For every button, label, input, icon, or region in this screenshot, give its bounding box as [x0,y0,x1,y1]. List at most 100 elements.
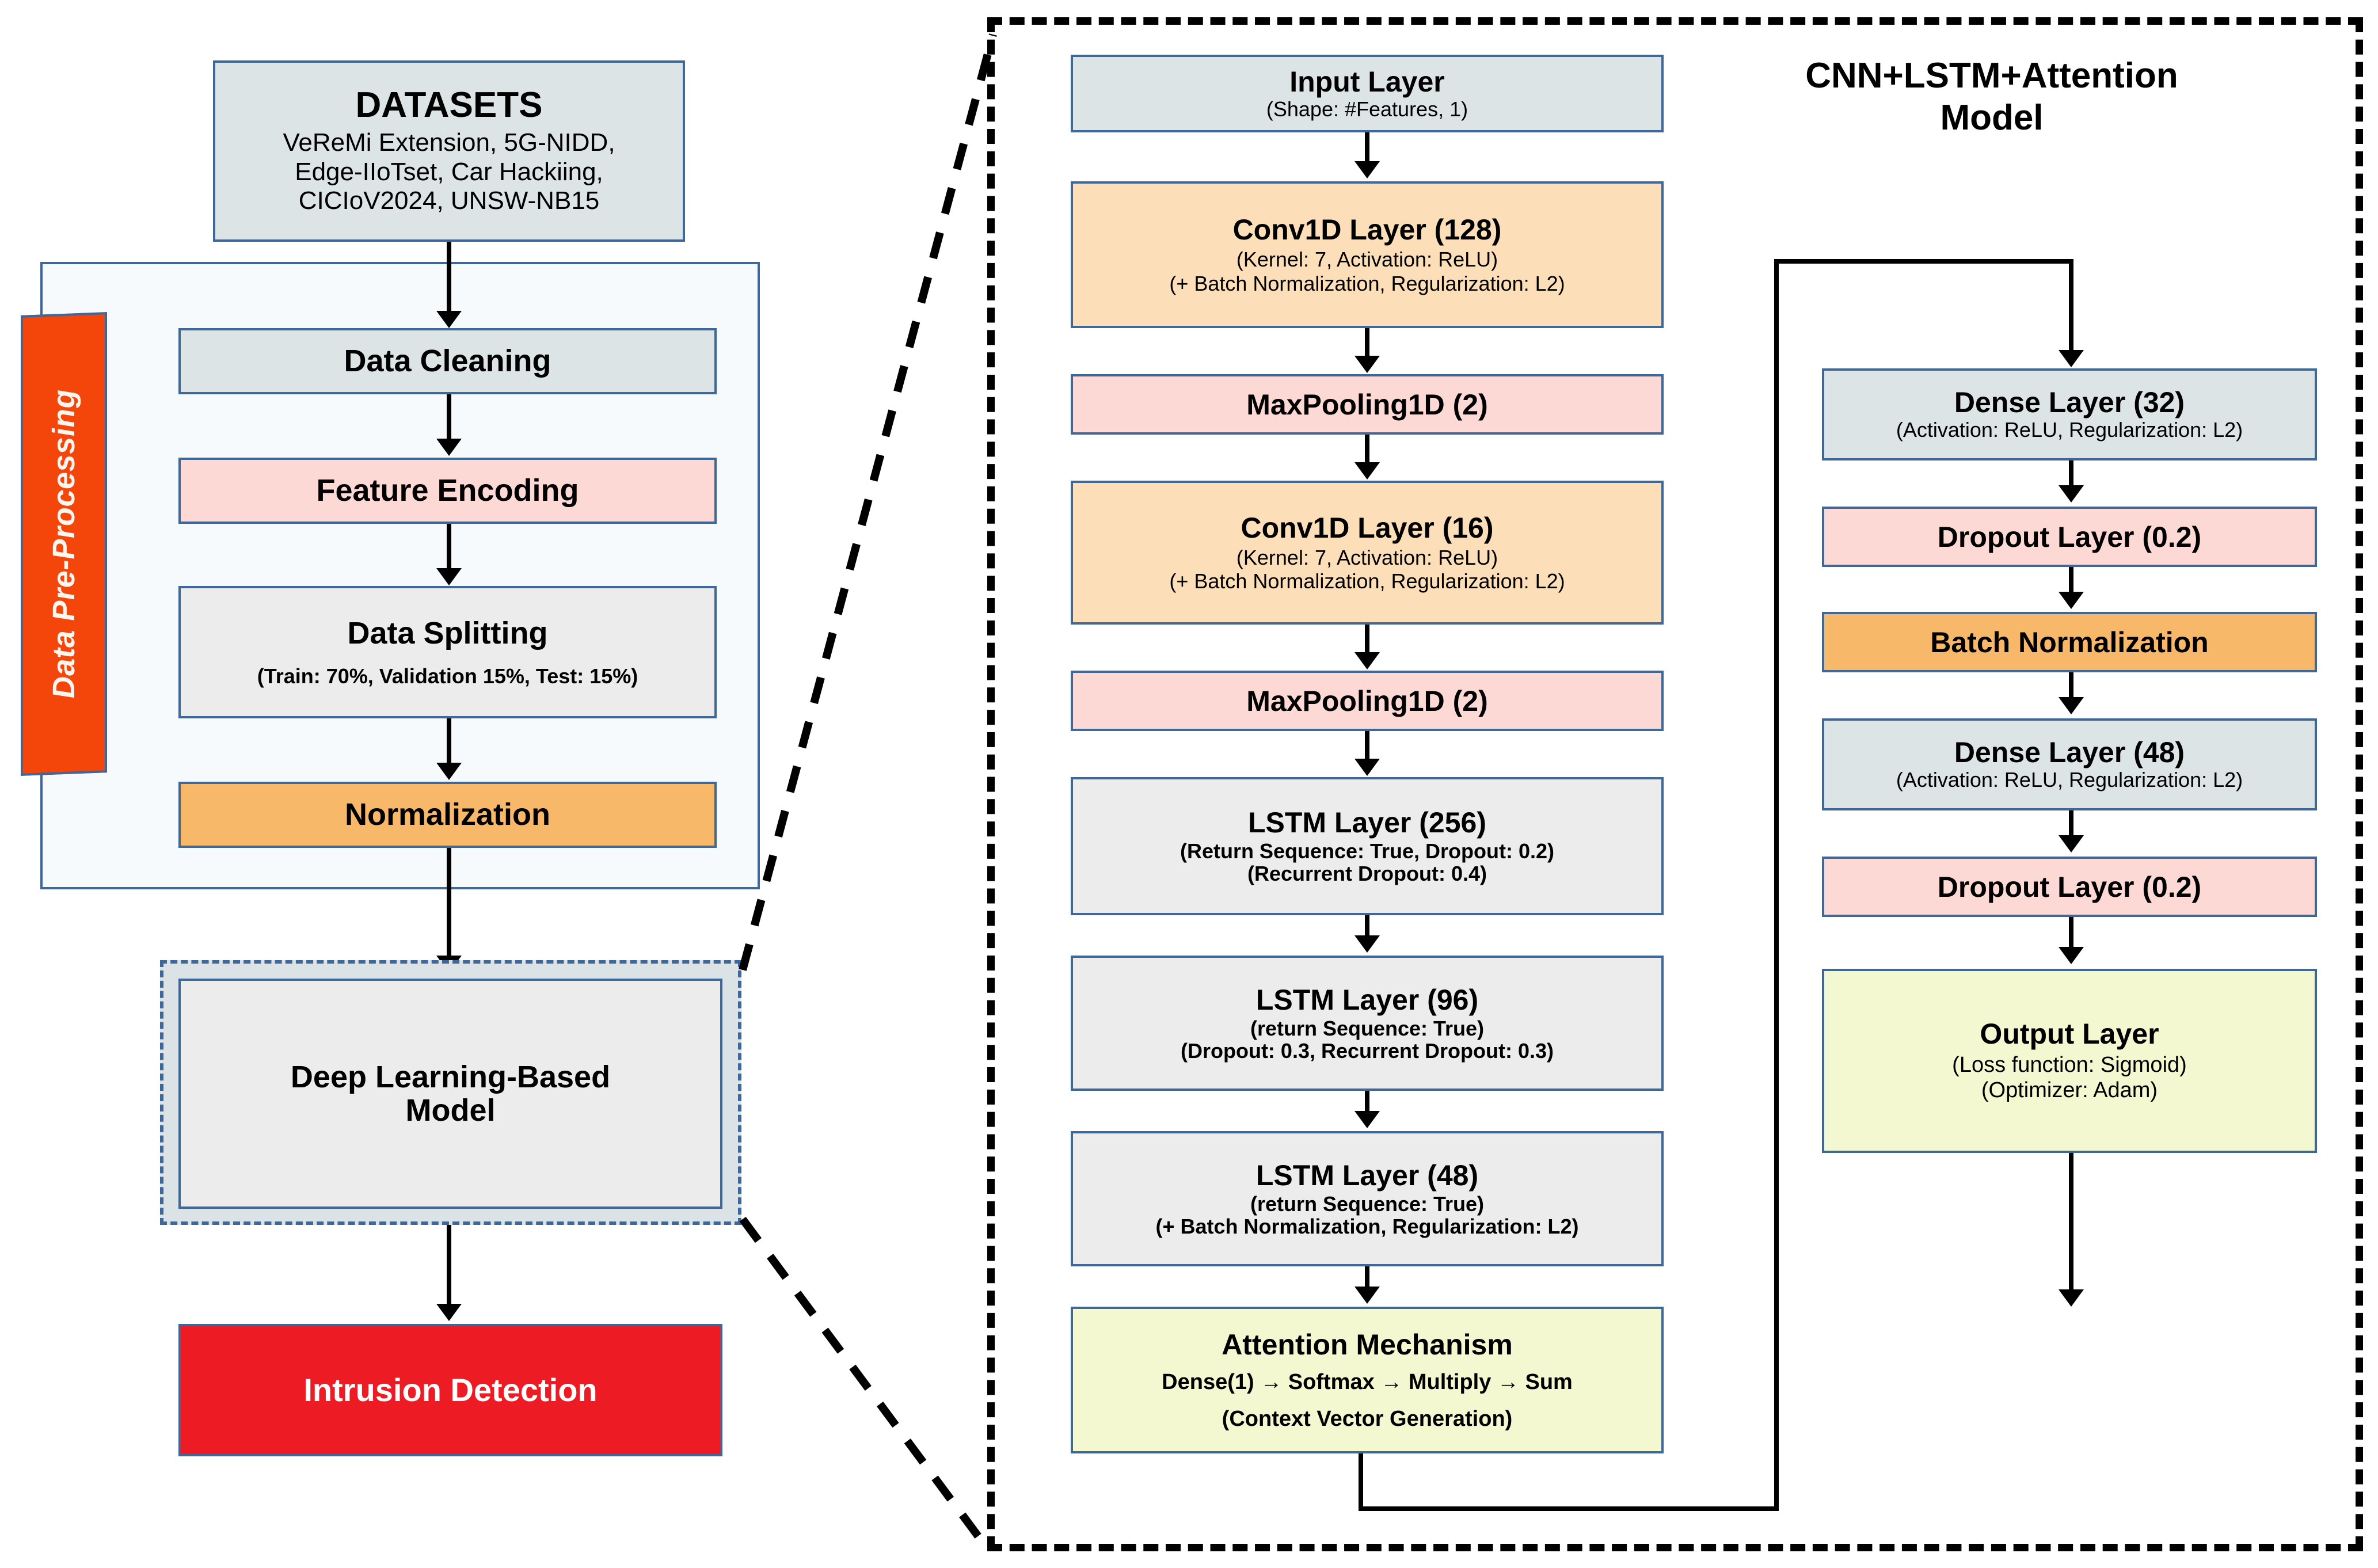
layer-subtitle-conv1d-128-1: (+ Batch Normalization, Regularization: … [1169,271,1565,295]
arrowhead-output-exit [2059,1289,2084,1307]
connector-output-exit [2069,1153,2073,1294]
connector-model-intrusion [447,1225,451,1311]
layer-title-attention: Attention Mechanism [1222,1329,1513,1361]
arrowhead-dropout2-output [2059,947,2084,964]
deep-learning-model-box: Deep Learning-Based Model [178,979,722,1209]
arrowhead-conv16-pool2 [1354,652,1380,669]
layer-title-lstm-96: LSTM Layer (96) [1255,983,1479,1016]
layer-subtitle-lstm-48-1: (+ Batch Normalization, Regularization: … [1155,1214,1579,1238]
layer-box-maxpool-2: MaxPooling1D (2) [1071,671,1664,731]
arrowhead-dropout1-batchnorm [2059,592,2084,609]
layer-title-dense-48: Dense Layer (48) [1954,736,2185,769]
layer-box-conv1d-16: Conv1D Layer (16) (Kernel: 7, Activation… [1071,481,1664,625]
arrowhead-cleaning-encoding [436,439,462,456]
model-title-line-2: Model [1940,98,2044,138]
layer-subtitle-output-1: (Optimizer: Adam) [1981,1078,2158,1102]
arrowhead-model-intrusion [436,1304,462,1321]
layer-box-dropout-1: Dropout Layer (0.2) [1822,507,2317,567]
model-box-line-1: Deep Learning-Based [290,1059,611,1094]
layer-title-maxpool-2: MaxPooling1D (2) [1246,684,1488,717]
datasets-title: DATASETS [355,85,543,125]
callout-line-upper [739,33,997,971]
layer-box-dense-32: Dense Layer (32) (Activation: ReLU, Regu… [1822,368,2317,460]
connector-lstm256-lstm96 [1365,915,1369,939]
connector-lstm48-attention [1365,1266,1369,1291]
layer-subtitle-lstm-256-0: (Return Sequence: True, Dropout: 0.2) [1180,839,1555,863]
connector-dense32-dropout1 [2069,460,2073,489]
arrowhead-dense32-dropout1 [2059,485,2084,503]
layer-title-batch-normalization: Batch Normalization [1930,626,2209,659]
datasets-line-2: Edge-IIoTset, Car Hackiing, [295,157,603,186]
step-box-data-splitting: Data Splitting (Train: 70%, Validation 1… [178,586,717,718]
layer-subtitle-conv1d-16-1: (+ Batch Normalization, Regularization: … [1169,569,1565,593]
connector-dense48-dropout2 [2069,810,2073,839]
layer-title-dropout-1: Dropout Layer (0.2) [1937,520,2202,553]
layer-subtitle-conv1d-128-0: (Kernel: 7, Activation: ReLU) [1236,248,1498,272]
layer-subtitle-lstm-256-1: (Recurrent Dropout: 0.4) [1247,862,1487,885]
arrowhead-datasets-cleaning [436,311,462,328]
layer-subtitle-conv1d-16-0: (Kernel: 7, Activation: ReLU) [1236,545,1498,569]
connector-dropout2-output [2069,917,2073,952]
step-title-normalization: Normalization [344,797,551,832]
layer-box-batch-normalization: Batch Normalization [1822,612,2317,672]
connector-pool2-lstm256 [1365,731,1369,763]
connector-batchnorm-dense48 [2069,672,2073,701]
layer-subtitle-lstm-96-0: (return Sequence: True) [1250,1016,1485,1040]
connector-normalization-model [447,848,451,963]
preprocessing-side-label: Data Pre-Processing [21,312,107,776]
step-title-data-cleaning: Data Cleaning [344,344,551,379]
step-title-data-splitting: Data Splitting [347,616,548,651]
layer-box-dense-48: Dense Layer (48) (Activation: ReLU, Regu… [1822,718,2317,810]
step-box-feature-encoding: Feature Encoding [178,458,717,524]
connector-attention-riser-down [1359,1453,1363,1511]
layer-box-dropout-2: Dropout Layer (0.2) [1822,857,2317,917]
layer-title-dropout-2: Dropout Layer (0.2) [1937,870,2202,903]
connector-dense32-drop [2069,259,2073,360]
model-title: CNN+LSTM+Attention Model [1773,55,2210,139]
layer-title-conv1d-128: Conv1D Layer (128) [1232,214,1502,246]
arrowhead-batchnorm-dense48 [2059,697,2084,714]
arrowhead-input-conv128 [1354,161,1380,178]
arrowhead-splitting-normalization [436,763,462,780]
layer-title-lstm-256: LSTM Layer (256) [1247,806,1486,839]
datasets-box: DATASETS VeReMi Extension, 5G-NIDD, Edge… [213,60,685,242]
arrowhead-lstm96-lstm48 [1354,1111,1380,1128]
intrusion-detection-box: Intrusion Detection [178,1324,722,1456]
connector-cleaning-encoding [447,394,451,446]
layer-box-attention: Attention Mechanism Dense(1) → Softmax →… [1071,1307,1664,1453]
arrowhead-pool1-conv16 [1354,462,1380,479]
layer-title-output: Output Layer [1980,1018,2159,1051]
arrowhead-attention-dense32 [2059,350,2084,367]
layer-subtitle-dense-32-0: (Activation: ReLU, Regularization: L2) [1896,418,2243,442]
connector-attention-riser-up [1774,259,1779,1511]
connector-conv128-pool1 [1365,328,1369,360]
layer-subtitle-dense-48-0: (Activation: ReLU, Regularization: L2) [1896,768,2243,792]
layer-subtitle-input-0: (Shape: #Features, 1) [1266,97,1468,121]
layer-title-maxpool-1: MaxPooling1D (2) [1246,388,1488,421]
layer-title-input: Input Layer [1289,65,1445,98]
connector-lstm96-lstm48 [1365,1091,1369,1115]
arrowhead-lstm256-lstm96 [1354,935,1380,953]
arrowhead-encoding-splitting [436,568,462,585]
arrowhead-pool2-lstm256 [1354,759,1380,776]
layer-box-lstm-48: LSTM Layer (48) (return Sequence: True) … [1071,1131,1664,1266]
model-detail-frame [987,17,2363,1551]
step-box-normalization: Normalization [178,782,717,848]
connector-splitting-normalization [447,718,451,770]
layer-subtitle-output-0: (Loss function: Sigmoid) [1952,1053,2187,1078]
layer-box-lstm-256: LSTM Layer (256) (Return Sequence: True,… [1071,777,1664,915]
layer-subtitle-attention-1: (Context Vector Generation) [1222,1406,1513,1431]
callout-line-lower [739,1216,991,1551]
layer-box-conv1d-128: Conv1D Layer (128) (Kernel: 7, Activatio… [1071,181,1664,328]
arrowhead-conv128-pool1 [1354,356,1380,373]
layer-title-lstm-48: LSTM Layer (48) [1255,1159,1479,1192]
datasets-line-1: VeReMi Extension, 5G-NIDD, [283,128,615,157]
datasets-line-3: CICIoV2024, UNSW-NB15 [298,187,600,215]
connector-datasets-cleaning [447,242,451,317]
layer-box-input: Input Layer (Shape: #Features, 1) [1071,55,1664,132]
connector-input-conv128 [1365,132,1369,167]
arrowhead-dense48-dropout2 [2059,835,2084,852]
model-title-line-1: CNN+LSTM+Attention [1805,56,2178,96]
connector-dropout1-batchnorm [2069,567,2073,596]
model-box-line-2: Model [405,1093,496,1128]
